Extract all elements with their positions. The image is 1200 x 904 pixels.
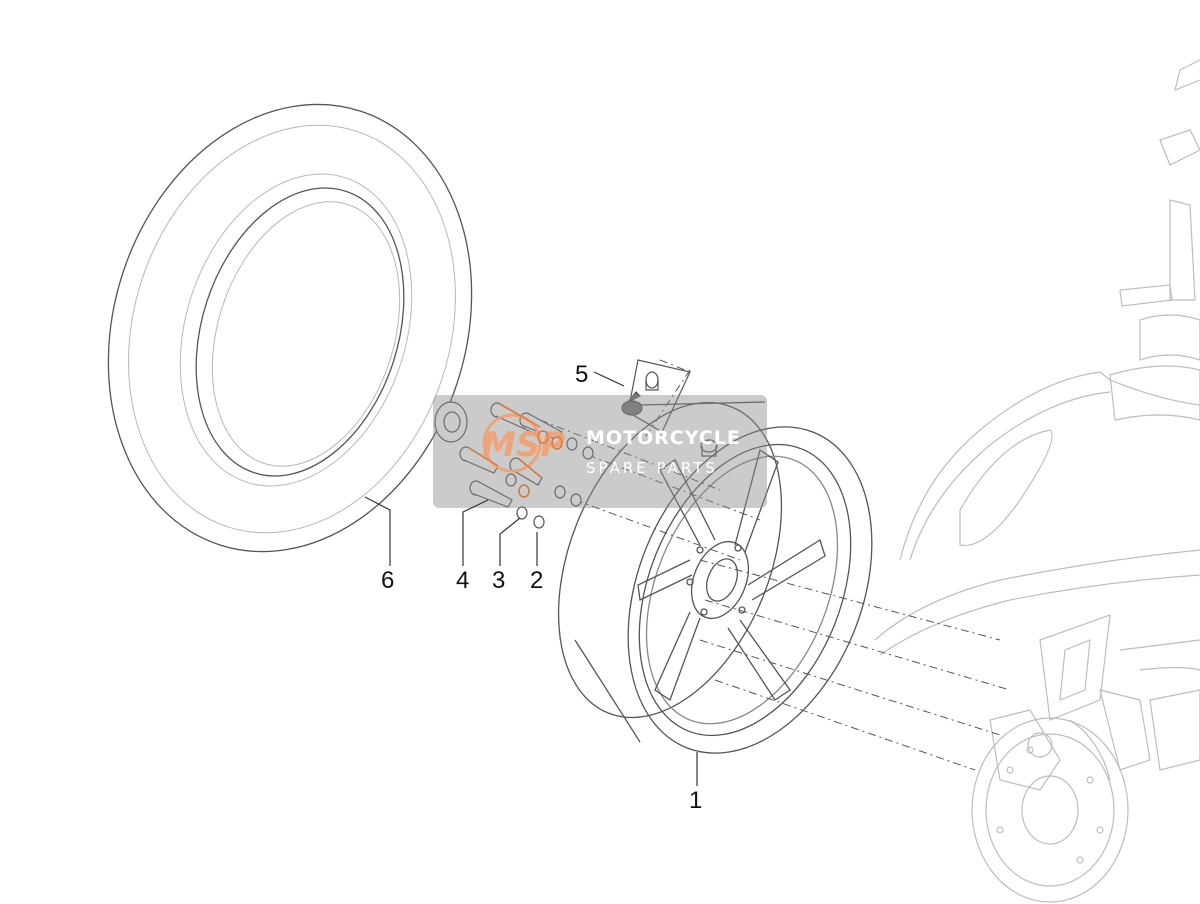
highlight-accents <box>468 403 563 498</box>
brake-disc <box>971 689 1200 903</box>
callout-5: 5 <box>575 361 588 388</box>
watermark-logo: MSP <box>482 425 565 465</box>
watermark-line2: SPARE PARTS <box>586 459 718 477</box>
scooter-front-body <box>874 59 1200 721</box>
watermark-line1: MOTORCYCLE <box>586 427 741 449</box>
watermark-background <box>433 395 767 508</box>
callout-2: 2 <box>530 567 543 594</box>
callout-3: 3 <box>492 567 505 594</box>
nut <box>434 401 468 443</box>
wheel-rim <box>557 401 873 754</box>
callout-6: 6 <box>381 567 394 594</box>
watermark: MSP MOTORCYCLE SPARE PARTS <box>433 395 767 508</box>
valve-nipple <box>700 439 718 457</box>
watermark-logo-ring <box>482 413 542 473</box>
callout-1: 1 <box>689 787 702 814</box>
tyre <box>107 103 473 553</box>
callout-4: 4 <box>456 567 469 594</box>
valve <box>621 359 691 433</box>
assembly-lines <box>539 359 1011 771</box>
leader-lines <box>364 371 698 786</box>
screw <box>469 480 513 508</box>
